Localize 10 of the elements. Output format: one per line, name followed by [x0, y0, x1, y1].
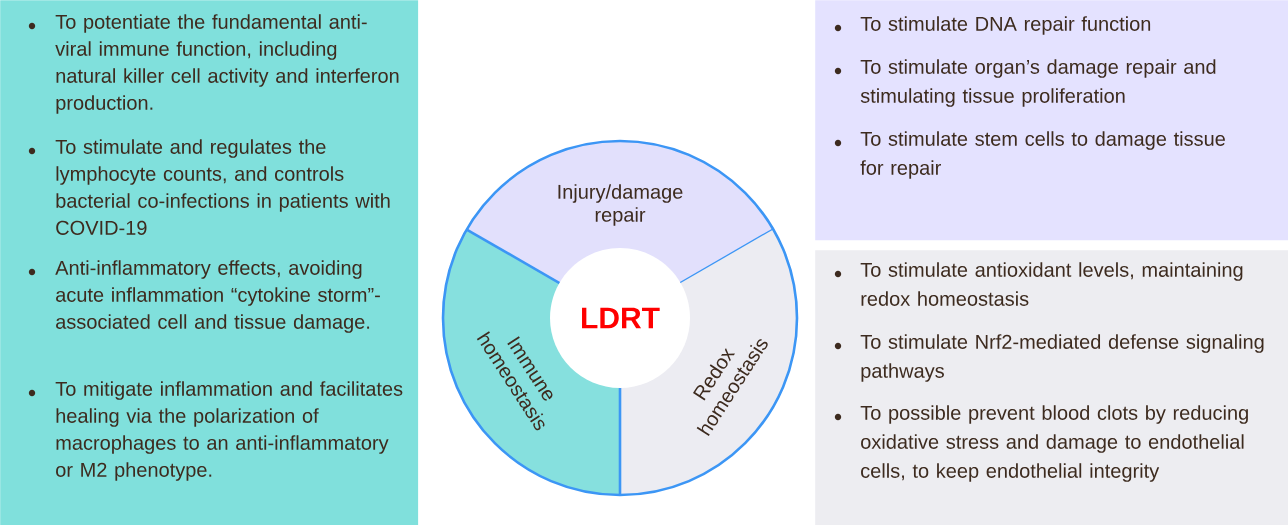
bullet-text: To potentiate the fundamental anti-viral immune function, including natural killer cell activity and interferon production. — [55, 14, 399, 114]
bullet-text: To stimulate organ’s damage repair and stimulating tissue proliferation — [860, 59, 1216, 107]
bullet-text: To stimulate Nrf2-mediated defense signaling pathways — [860, 334, 1264, 382]
bullet-text: To stimulate and regulates the lymphocyte counts, and controls bacterial co-infections in patients with COVID-19 — [55, 139, 390, 235]
bullet-text: To possible prevent blood clots by reducing oxidative stress and damage to endothelial cells, to keep endothelial integrity — [860, 405, 1248, 482]
bullet-text: To stimulate DNA repair function — [860, 16, 1151, 35]
bullet-text: Anti-inflammatory effects, avoiding acute inflammation “cytokine storm”-associated cell and tissue damage. — [55, 260, 380, 333]
bullet-text: To mitigate inflammation and facilitates healing via the polarization of macrophages to an anti-inflammatory or M2 phenotype. — [55, 381, 403, 481]
bullet-text: To stimulate stem cells to damage tissue for repair — [860, 131, 1225, 179]
bullet-text: To stimulate antioxidant levels, maintaining redox homeostasis — [860, 262, 1243, 306]
